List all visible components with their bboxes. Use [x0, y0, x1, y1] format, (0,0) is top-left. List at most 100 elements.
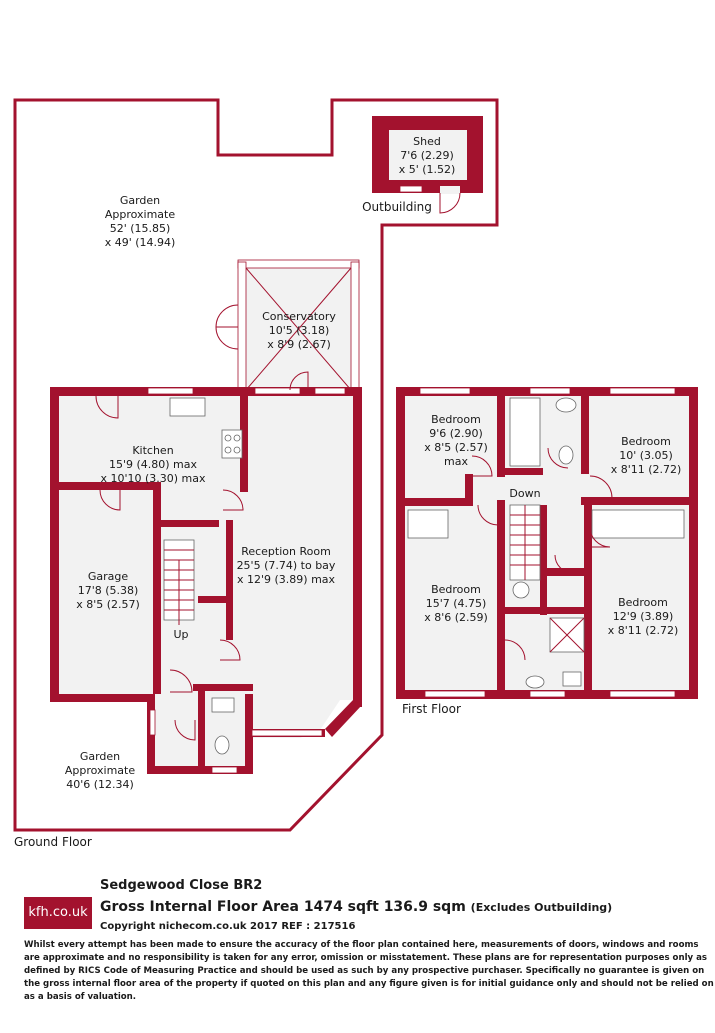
- reception-window-rear-2: [314, 387, 346, 395]
- bedroom1-label: Bedroom: [431, 413, 481, 426]
- shed-window: [399, 185, 423, 193]
- garden-bottom-dim1: 40'6 (12.34): [66, 778, 134, 791]
- copyright: Copyright nichecom.co.uk 2017 REF : 2175…: [100, 921, 356, 932]
- first-floor-title: First Floor: [402, 702, 461, 716]
- wall-bath-bottom: [505, 468, 543, 475]
- bath-door: [547, 447, 569, 469]
- wc-basin: [211, 697, 235, 713]
- bed2-window: [609, 387, 676, 395]
- conservatory-door-left: [215, 304, 239, 328]
- bath-window: [529, 387, 571, 395]
- bedroom2-label: Bedroom: [621, 435, 671, 448]
- bed4-wardrobe: [591, 509, 685, 539]
- bedroom2-dim1: 10' (3.05): [619, 449, 673, 462]
- garden-boundary: [13, 98, 499, 832]
- conservatory-dim2: x 8'9 (2.67): [267, 338, 331, 351]
- first-wall-left: [396, 387, 405, 699]
- conservatory-door-left-2: [215, 326, 239, 350]
- reception-dim1: 25'5 (7.74) to bay: [237, 559, 336, 572]
- conservatory-window-left: [237, 261, 247, 391]
- hob-ring-4: [233, 446, 241, 454]
- cylinder: [512, 581, 530, 599]
- shed-label: Shed: [413, 135, 441, 148]
- shed-floor: [389, 130, 467, 180]
- garage-dim2: x 8'5 (2.57): [76, 598, 140, 611]
- kitchen-label: Kitchen: [132, 444, 173, 457]
- bedroom4-dim2: x 8'11 (2.72): [608, 624, 679, 637]
- wall-wc-top: [193, 684, 253, 691]
- outbuilding-label: Outbuilding: [362, 200, 432, 214]
- wall-kitchen-bottom: [159, 520, 219, 527]
- ensuite-door: [504, 639, 526, 661]
- reception-dim2: x 12'9 (3.89) max: [237, 573, 336, 586]
- hob-ring-3: [224, 446, 232, 454]
- garden-top-label: Garden: [120, 194, 160, 207]
- reception-window-rear: [254, 387, 301, 395]
- wall-kitchen-garage: [59, 482, 159, 490]
- bed1-window: [419, 387, 471, 395]
- stairs-down-label: Down: [509, 487, 540, 500]
- bath-basin: [555, 397, 577, 413]
- wc-toilet: [214, 735, 230, 755]
- floor-plan: Shed 7'6 (2.29) x 5' (1.52) Outbuilding …: [13, 98, 698, 849]
- front-door: [169, 669, 193, 693]
- wall-bed3-right: [497, 500, 505, 690]
- reception-door: [222, 489, 244, 511]
- bed3-window: [424, 690, 486, 698]
- garden-top-dim2: x 49' (14.94): [105, 236, 176, 249]
- bedroom1-dim3: max: [444, 455, 468, 468]
- ground-floor-title: Ground Floor: [14, 835, 92, 849]
- wall-hall-reception: [226, 520, 233, 640]
- bedroom1-dim1: 9'6 (2.90): [429, 427, 483, 440]
- ground-stairs: [163, 539, 195, 625]
- garage-dim1: 17'8 (5.38): [78, 584, 139, 597]
- wall-wc-left: [198, 691, 205, 771]
- bed2-door: [589, 475, 613, 499]
- hob-ring-2: [233, 434, 241, 442]
- wc-door: [174, 719, 196, 741]
- disclaimer: Whilst every attempt has been made to en…: [24, 940, 714, 1002]
- conservatory-window-right: [350, 261, 360, 391]
- bedroom3-dim2: x 8'6 (2.59): [424, 611, 488, 624]
- wall-bed1-right-lower: [465, 474, 473, 506]
- shed-door: [439, 192, 461, 214]
- kitchen-dim1: 15'9 (4.80) max: [109, 458, 198, 471]
- conservatory-dim1: 10'5 (3.18): [269, 324, 330, 337]
- wall-stairs-right: [540, 505, 547, 615]
- wall-bed2-bottom: [581, 497, 689, 505]
- garden-bottom-label: Garden: [80, 750, 120, 763]
- hall-window: [149, 709, 156, 736]
- garage-label: Garage: [88, 570, 129, 583]
- stairs-up-label: Up: [173, 628, 188, 641]
- bed3-door: [477, 504, 499, 526]
- bed1-door: [471, 455, 493, 477]
- garden-bottom-approx: Approximate: [65, 764, 135, 777]
- reception-label: Reception Room: [241, 545, 331, 558]
- cupboard-door: [219, 639, 241, 661]
- garden-top-dim1: 52' (15.85): [110, 222, 171, 235]
- bath-toilet: [558, 445, 574, 465]
- property-address: Sedgewood Close BR2: [100, 878, 263, 893]
- bedroom3-dim1: 15'7 (4.75): [426, 597, 487, 610]
- conservatory-label: Conservatory: [262, 310, 336, 323]
- bedroom4-dim1: 12'9 (3.89): [613, 610, 674, 623]
- floor-area: Gross Internal Floor Area 1474 sqft 136.…: [100, 899, 612, 915]
- landing-cupboard-door: [554, 554, 574, 574]
- wall-bed4-left: [584, 505, 592, 690]
- bedroom2-dim2: x 8'11 (2.72): [611, 463, 682, 476]
- conservatory-window-top: [237, 259, 360, 269]
- shower-line-2: [549, 617, 585, 653]
- shed-dim1: 7'6 (2.29): [400, 149, 454, 162]
- wall-kitchen-reception: [240, 392, 248, 492]
- bed4-door: [589, 526, 611, 548]
- ground-wall-bay-corner: [325, 700, 362, 737]
- ensuite-window: [529, 690, 566, 698]
- conservatory-door-inner: [289, 371, 309, 391]
- first-wall-right: [689, 387, 698, 699]
- wall-bed1-bath: [497, 392, 505, 477]
- wall-ensuite-top: [505, 607, 590, 614]
- conservatory-roof-line-2: [245, 267, 352, 391]
- kitchen-dim2: x 10'10 (3.30) max: [100, 472, 206, 485]
- bath-tub: [509, 397, 541, 467]
- garage-door: [99, 489, 121, 511]
